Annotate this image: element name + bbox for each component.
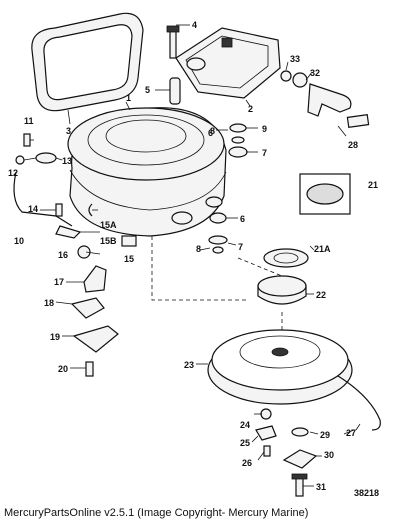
- washers-lower: [208, 212, 228, 254]
- part-28-handle: [307, 83, 370, 129]
- callout-3: 3: [66, 126, 71, 136]
- part-1-rewind-housing: [67, 107, 227, 237]
- callout-18: 18: [44, 298, 54, 308]
- callout-7: 7: [262, 148, 267, 158]
- part-18-bracket: [70, 297, 105, 319]
- part-20-screw: [85, 361, 94, 377]
- figure-number: 38218: [354, 488, 379, 498]
- callout-27: 27: [346, 428, 356, 438]
- callout-21a: 21A: [314, 244, 331, 254]
- callout-15b: 15B: [100, 236, 117, 246]
- callout-26: 26: [242, 458, 252, 468]
- callout-19: 19: [50, 332, 60, 342]
- callout-15: 15: [124, 254, 134, 264]
- part-10-cable: [13, 171, 73, 227]
- part-32-bushing: [292, 72, 308, 88]
- copyright-footer: MercuryPartsOnline v2.5.1 (Image Copyrig…: [4, 507, 309, 519]
- small-parts-mid: [55, 203, 137, 259]
- callout-10: 10: [14, 236, 24, 246]
- part-5-spacer: [169, 77, 181, 105]
- part-2-housing: [175, 27, 281, 99]
- callout-2: 2: [248, 104, 253, 114]
- leader-lines: [23, 24, 361, 487]
- callout-21: 21: [368, 180, 378, 190]
- callout-28: 28: [348, 140, 358, 150]
- callout-15a: 15A: [100, 220, 117, 230]
- callout-23: 23: [184, 360, 194, 370]
- callout-8: 8: [210, 126, 215, 136]
- callout-16: 16: [58, 250, 68, 260]
- part-19-cam: [72, 325, 119, 353]
- callout-31: 31: [316, 482, 326, 492]
- part-23-pulley: [207, 329, 353, 405]
- callout-6b: 6: [208, 128, 213, 138]
- callout-8b: 8: [196, 244, 201, 254]
- small-parts-bottom-right: [282, 427, 318, 497]
- callout-12: 12: [8, 168, 18, 178]
- callout-20: 20: [58, 364, 68, 374]
- part-27-rope: [337, 375, 381, 431]
- part-17-lever: [83, 265, 107, 293]
- callout-labels: 1 2 3 4 5 6 6 7 7 8 8 9 10 11 12 13 14 1…: [8, 20, 379, 498]
- callout-11: 11: [24, 116, 34, 126]
- part-4-screw: [166, 25, 180, 59]
- part-21a-ring: [263, 248, 309, 268]
- part-3-frame: [31, 12, 144, 112]
- part-33-washer: [280, 70, 292, 82]
- small-parts-left: [15, 133, 57, 165]
- callout-14: 14: [28, 204, 38, 214]
- callout-1: 1: [126, 93, 131, 103]
- callout-30: 30: [324, 450, 334, 460]
- callout-22: 22: [316, 290, 326, 300]
- callout-7b: 7: [238, 242, 243, 252]
- washers-upper: [228, 123, 248, 158]
- callout-6: 6: [240, 214, 245, 224]
- callout-24: 24: [240, 420, 250, 430]
- part-22-pulley-cup: [257, 275, 307, 305]
- callout-9: 9: [262, 124, 267, 134]
- callout-32: 32: [310, 68, 320, 78]
- callout-29: 29: [320, 430, 330, 440]
- callout-5: 5: [145, 85, 150, 95]
- part-21-decal: [299, 173, 351, 215]
- callout-4: 4: [192, 20, 197, 30]
- callout-33: 33: [290, 54, 300, 64]
- callout-25: 25: [240, 438, 250, 448]
- small-parts-bottom: [255, 408, 277, 457]
- callout-17: 17: [54, 277, 64, 287]
- callout-13: 13: [62, 156, 72, 166]
